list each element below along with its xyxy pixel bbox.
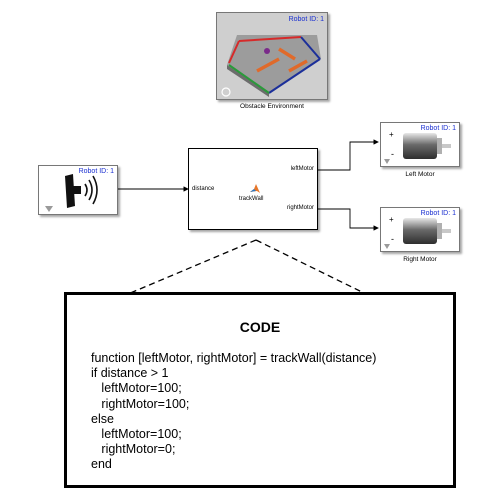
arena-icon: [221, 35, 321, 97]
code-line: rightMotor=100;: [91, 396, 190, 411]
dc-motor-icon: + -: [384, 215, 451, 249]
code-line: end: [91, 457, 112, 472]
code-line: rightMotor=0;: [91, 442, 176, 457]
obstacle-environment-caption: Obstacle Environment: [240, 103, 304, 110]
callout-line-left: [127, 239, 257, 295]
ultrasonic-sensor-block[interactable]: Robot ID: 1: [38, 165, 118, 215]
matlab-logo-icon: [250, 184, 260, 193]
right-motor-block[interactable]: Robot ID: 1 + -: [380, 207, 460, 252]
callout-line-right: [255, 239, 367, 295]
code-callout-box: CODE function [leftMotor, rightMotor] = …: [64, 292, 456, 488]
left-motor-block[interactable]: Robot ID: 1 + -: [380, 122, 460, 167]
svg-text:-: -: [391, 234, 394, 244]
obstacle-environment-block[interactable]: Robot ID: 1: [216, 12, 328, 100]
output-port-right-motor: rightMotor: [286, 205, 314, 211]
left-motor-caption: Left Motor: [405, 171, 435, 178]
svg-text:+: +: [389, 215, 394, 224]
code-line: leftMotor=100;: [91, 381, 182, 396]
code-title: CODE: [239, 319, 281, 335]
wire-right-motor[interactable]: [318, 208, 379, 231]
right-motor-caption: Right Motor: [403, 256, 437, 263]
wire-left-motor[interactable]: [318, 139, 379, 171]
code-line: leftMotor=100;: [91, 427, 182, 442]
ultrasonic-sensor-icon: [45, 174, 98, 212]
code-line: else: [91, 411, 114, 426]
output-port-left-motor: leftMotor: [290, 166, 314, 172]
robot-id-label: Robot ID: 1: [420, 210, 456, 217]
code-line: function [leftMotor, rightMotor] = track…: [91, 351, 377, 365]
robot-id-label: Robot ID: 1: [420, 125, 456, 132]
input-port-distance: distance: [192, 186, 215, 192]
trackwall-function-block[interactable]: distance leftMotor rightMotor trackWall: [188, 148, 318, 230]
function-name: trackWall: [239, 196, 264, 202]
dc-motor-icon: + -: [384, 130, 451, 164]
robot-id-label: Robot ID: 1: [288, 16, 324, 23]
svg-text:+: +: [389, 130, 394, 139]
robot-id-label: Robot ID: 1: [78, 168, 114, 175]
svg-text:-: -: [391, 149, 394, 159]
code-listing: function [leftMotor, rightMotor] = track…: [91, 351, 376, 473]
code-line: if distance > 1: [91, 366, 169, 381]
